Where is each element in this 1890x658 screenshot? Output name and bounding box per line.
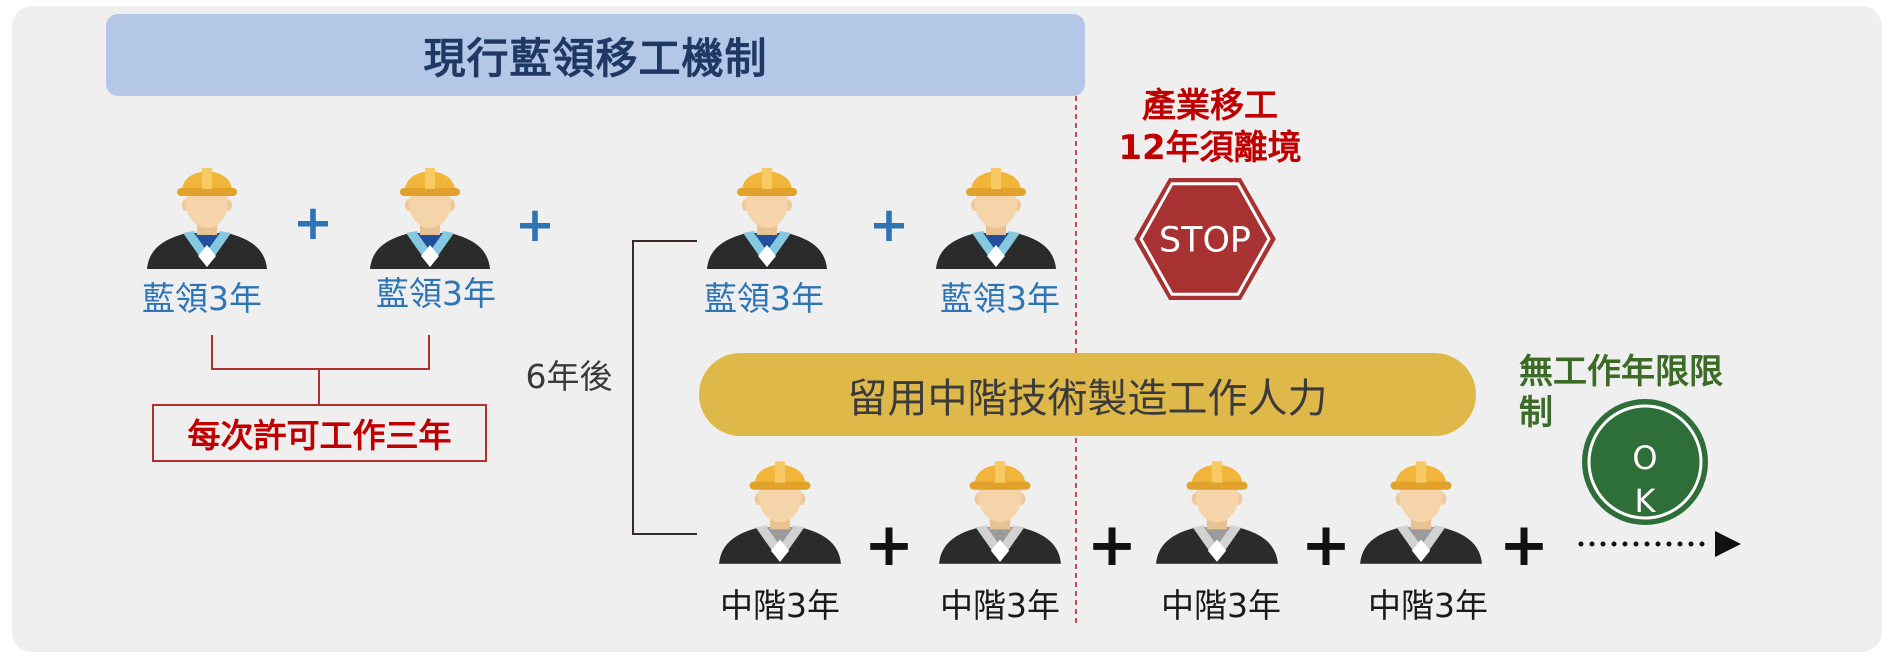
plus-sign: + bbox=[863, 510, 915, 580]
worker-label: 藍領3年 bbox=[940, 279, 1060, 318]
mid-level-banner: 留用中階技術製造工作人力 bbox=[699, 353, 1476, 436]
mid-level-worker-icon bbox=[1358, 452, 1484, 564]
mid-level-worker-icon bbox=[937, 452, 1063, 564]
permit-bracket bbox=[211, 335, 430, 404]
worker-label: 中階3年 bbox=[940, 586, 1060, 625]
worker-label: 中階3年 bbox=[1368, 586, 1488, 625]
plus-sign: + bbox=[868, 197, 910, 253]
plus-sign: + bbox=[514, 197, 556, 253]
industry-exit-warning: 產業移工 12年須離境 bbox=[1110, 85, 1310, 169]
blue-collar-worker-icon bbox=[934, 159, 1058, 269]
warning-line-2: 12年須離境 bbox=[1118, 128, 1302, 168]
ok-badge-icon bbox=[1582, 399, 1708, 525]
mid-level-worker-icon bbox=[717, 452, 843, 564]
worker-label: 藍領3年 bbox=[142, 279, 262, 318]
blue-collar-worker-icon bbox=[368, 159, 492, 269]
stop-sign-icon: STOP bbox=[1134, 177, 1276, 301]
plus-sign: + bbox=[292, 195, 334, 251]
no-limit-note: 無工作年限限制 bbox=[1519, 352, 1723, 433]
transition-label: 6年後 bbox=[525, 357, 613, 396]
worker-label: 中階3年 bbox=[720, 586, 840, 625]
dotted-arrow-icon bbox=[1578, 531, 1741, 557]
blue-collar-worker-icon bbox=[145, 159, 269, 269]
page-title: 現行藍領移工機制 bbox=[423, 33, 768, 83]
permit-note: 每次許可工作三年 bbox=[152, 404, 487, 462]
warning-line-1: 產業移工 bbox=[1142, 86, 1278, 126]
plus-sign: + bbox=[1498, 510, 1550, 580]
mid-level-worker-icon bbox=[1154, 452, 1280, 564]
worker-label: 中階3年 bbox=[1161, 586, 1281, 625]
ok-badge-text: OK bbox=[1632, 439, 1658, 520]
transition-bracket bbox=[632, 240, 697, 535]
worker-label: 藍領3年 bbox=[704, 279, 824, 318]
blue-collar-worker-icon bbox=[705, 159, 829, 269]
stop-sign-text: STOP bbox=[1159, 221, 1251, 261]
plus-sign: + bbox=[1300, 510, 1352, 580]
worker-label: 藍領3年 bbox=[376, 274, 496, 313]
title-bar: 現行藍領移工機制 bbox=[106, 14, 1085, 96]
mid-level-banner-text: 留用中階技術製造工作人力 bbox=[847, 375, 1328, 422]
plus-sign: + bbox=[1086, 510, 1138, 580]
